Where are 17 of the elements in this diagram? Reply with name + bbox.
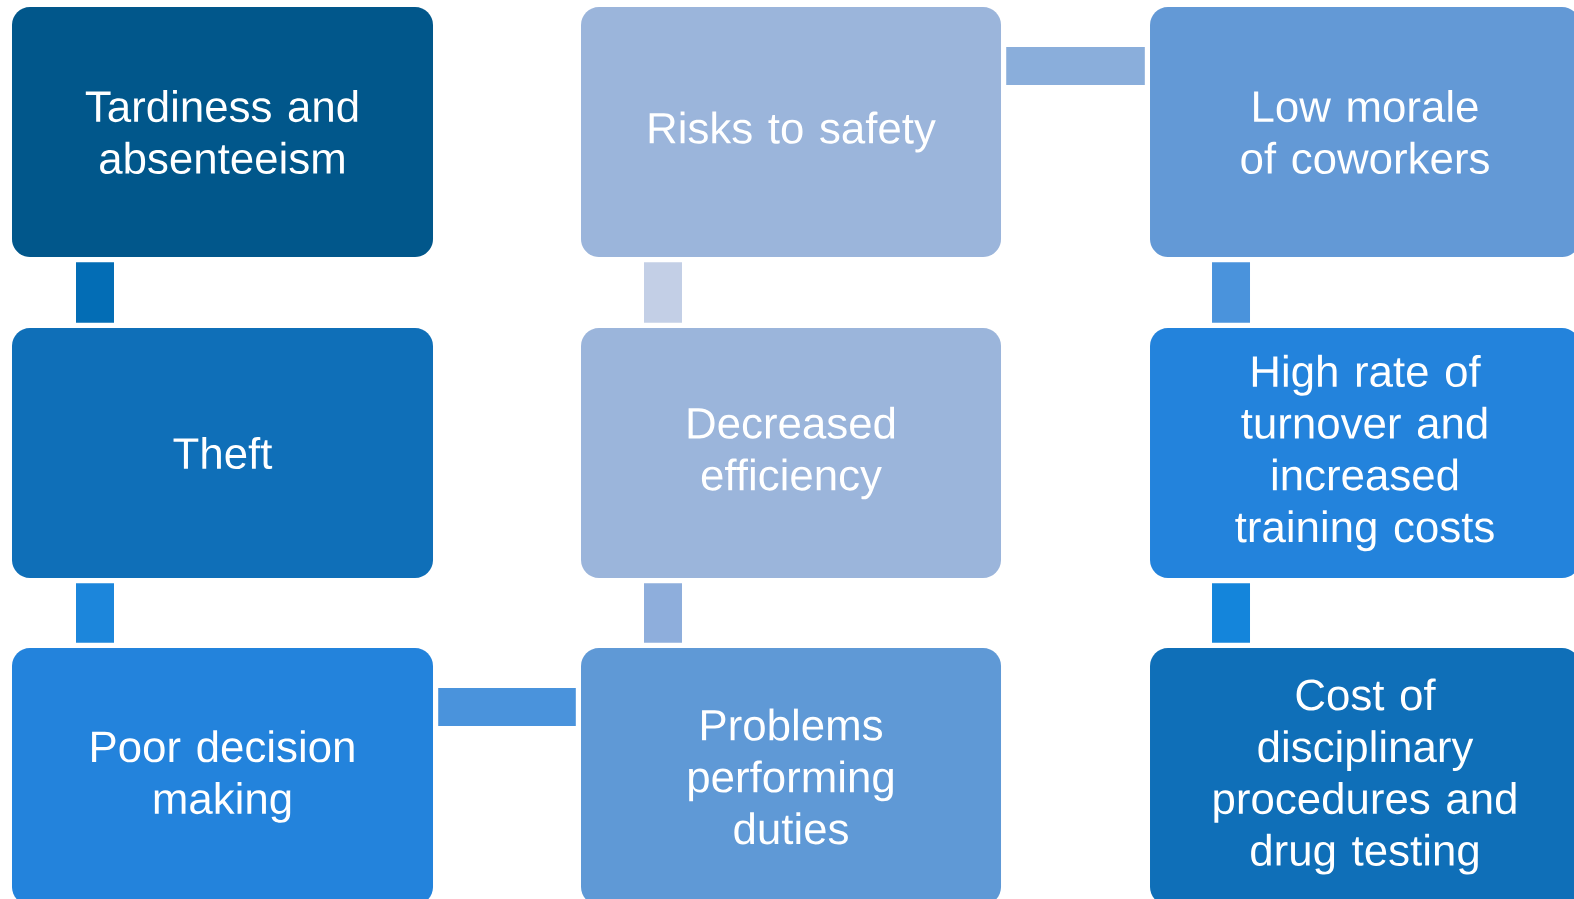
connector-bar: [644, 583, 682, 643]
connector-bar: [1212, 262, 1250, 323]
process-box: Tardiness and absenteeism: [12, 7, 433, 257]
process-box: Decreased efficiency: [581, 328, 1001, 578]
connector-bar: [644, 262, 682, 323]
connector-bar: [76, 583, 114, 643]
connector-bar: [76, 262, 114, 323]
connector-bar: [1212, 583, 1250, 643]
process-box: Risks to safety: [581, 7, 1001, 257]
process-box: Theft: [12, 328, 433, 578]
process-box: Cost of disciplinary procedures and drug testing: [1150, 648, 1574, 899]
process-box: Low morale of coworkers: [1150, 7, 1574, 257]
connector-bar: [1006, 47, 1145, 85]
process-box: Problems performing duties: [581, 648, 1001, 899]
process-box: High rate of turnover and increased training costs: [1150, 328, 1574, 578]
connector-bar: [438, 688, 576, 726]
process-box: Poor decision making: [12, 648, 433, 899]
